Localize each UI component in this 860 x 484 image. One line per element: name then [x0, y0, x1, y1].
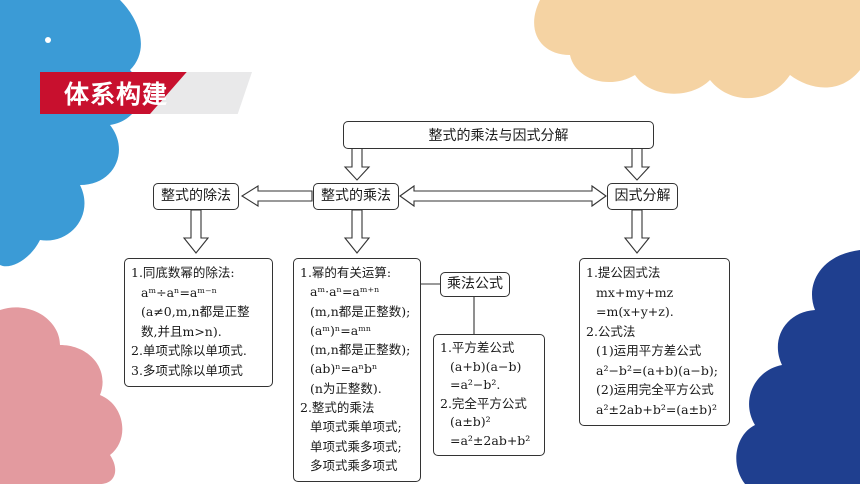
division-line-4: 数,并且m>n). — [141, 323, 222, 339]
multiplication-line-1: 1.幂的有关运算: — [300, 265, 392, 280]
factorization-line-7: (2)运用完全平方公式 — [596, 382, 714, 397]
division-node: 整式的除法 — [153, 183, 239, 210]
top-topic-box: 整式的乘法与因式分解 — [343, 121, 654, 149]
multiplication-line-4: (aᵐ)ⁿ=aᵐⁿ — [310, 322, 372, 338]
factorization-line-6: a²−b²=(a+b)(a−b); — [596, 362, 718, 378]
division-line-5: 2.单项式除以单项式. — [131, 343, 247, 358]
peach-cloud-decoration — [534, 0, 860, 99]
factorization-node: 因式分解 — [607, 183, 678, 210]
formulas-content-box: 1.平方差公式 (a+b)(a−b) =a²−b². 2.完全平方公式 (a±b… — [433, 334, 545, 456]
division-line-2: aᵐ÷aⁿ=aᵐ⁻ⁿ — [141, 284, 218, 300]
formulas-line-2: (a+b)(a−b) — [450, 358, 522, 374]
multiplication-line-2: aᵐ·aⁿ=aᵐ⁺ⁿ — [310, 284, 380, 300]
factorization-content-box: 1.提公因式法 mx+my+mz =m(x+y+z). 2.公式法 (1)运用平… — [579, 258, 730, 426]
division-line-3: (a≠0,m,n都是正整 — [141, 304, 250, 319]
multiplication-line-9: 单项式乘单项式; — [310, 419, 402, 435]
arrow-multiplication-to-division — [240, 185, 313, 207]
arrow-factorization-to-box — [623, 209, 651, 254]
formulas-line-4: 2.完全平方公式 — [440, 395, 527, 411]
top-topic-title: 整式的乘法与因式分解 — [428, 128, 569, 144]
multiplication-line-6: (ab)ⁿ=aⁿbⁿ — [310, 361, 378, 377]
factorization-line-1: 1.提公因式法 — [586, 265, 661, 280]
pink-cloud-decoration — [0, 307, 123, 484]
multiplication-content-box: 1.幂的有关运算: aᵐ·aⁿ=aᵐ⁺ⁿ (m,n都是正整数); (aᵐ)ⁿ=a… — [293, 258, 421, 482]
formulas-line-5: (a±b)² — [450, 414, 491, 429]
navy-cloud-decoration — [736, 250, 860, 484]
multiplication-node: 整式的乘法 — [313, 183, 399, 210]
multiplication-line-7: (n为正整数). — [310, 380, 382, 396]
blue-cloud-decoration — [0, 0, 141, 267]
section-title: 体系构建 — [64, 80, 169, 109]
arrow-multiplication-to-box — [343, 209, 371, 254]
formulas-line-6: =a²±2ab+b² — [450, 432, 531, 448]
multiplication-line-11: 多项式乘多项式 — [310, 457, 398, 473]
factorization-line-5: (1)运用平方差公式 — [596, 343, 702, 358]
arrow-top-to-factorization — [623, 147, 651, 181]
formulas-node-label: 乘法公式 — [447, 276, 503, 292]
multiplication-line-5: (m,n都是正整数); — [310, 342, 411, 358]
division-line-1: 1.同底数幂的除法: — [131, 265, 235, 280]
arrow-top-to-multiplication — [343, 147, 371, 181]
factorization-node-label: 因式分解 — [614, 188, 671, 204]
factorization-line-2: mx+my+mz — [596, 284, 674, 300]
factorization-line-4: 2.公式法 — [586, 323, 636, 339]
division-line-6: 3.多项式除以单项式 — [131, 362, 243, 378]
formulas-line-3: =a²−b². — [450, 377, 501, 392]
division-content-box: 1.同底数幂的除法: aᵐ÷aⁿ=aᵐ⁻ⁿ (a≠0,m,n都是正整 数,并且m… — [124, 258, 273, 387]
factorization-line-8: a²±2ab+b²=(a±b)² — [596, 401, 717, 417]
factorization-line-3: =m(x+y+z). — [596, 304, 674, 319]
multiplication-line-8: 2.整式的乘法 — [300, 400, 375, 416]
arrow-multiplication-factorization — [399, 184, 607, 208]
multiplication-line-10: 单项式乘多项式; — [310, 438, 402, 454]
multiplication-node-label: 整式的乘法 — [321, 188, 391, 204]
arrow-division-to-box — [182, 209, 210, 254]
formulas-line-1: 1.平方差公式 — [440, 340, 515, 355]
multiplication-line-3: (m,n都是正整数); — [310, 303, 411, 319]
formulas-node: 乘法公式 — [440, 272, 510, 297]
division-node-label: 整式的除法 — [161, 188, 231, 204]
